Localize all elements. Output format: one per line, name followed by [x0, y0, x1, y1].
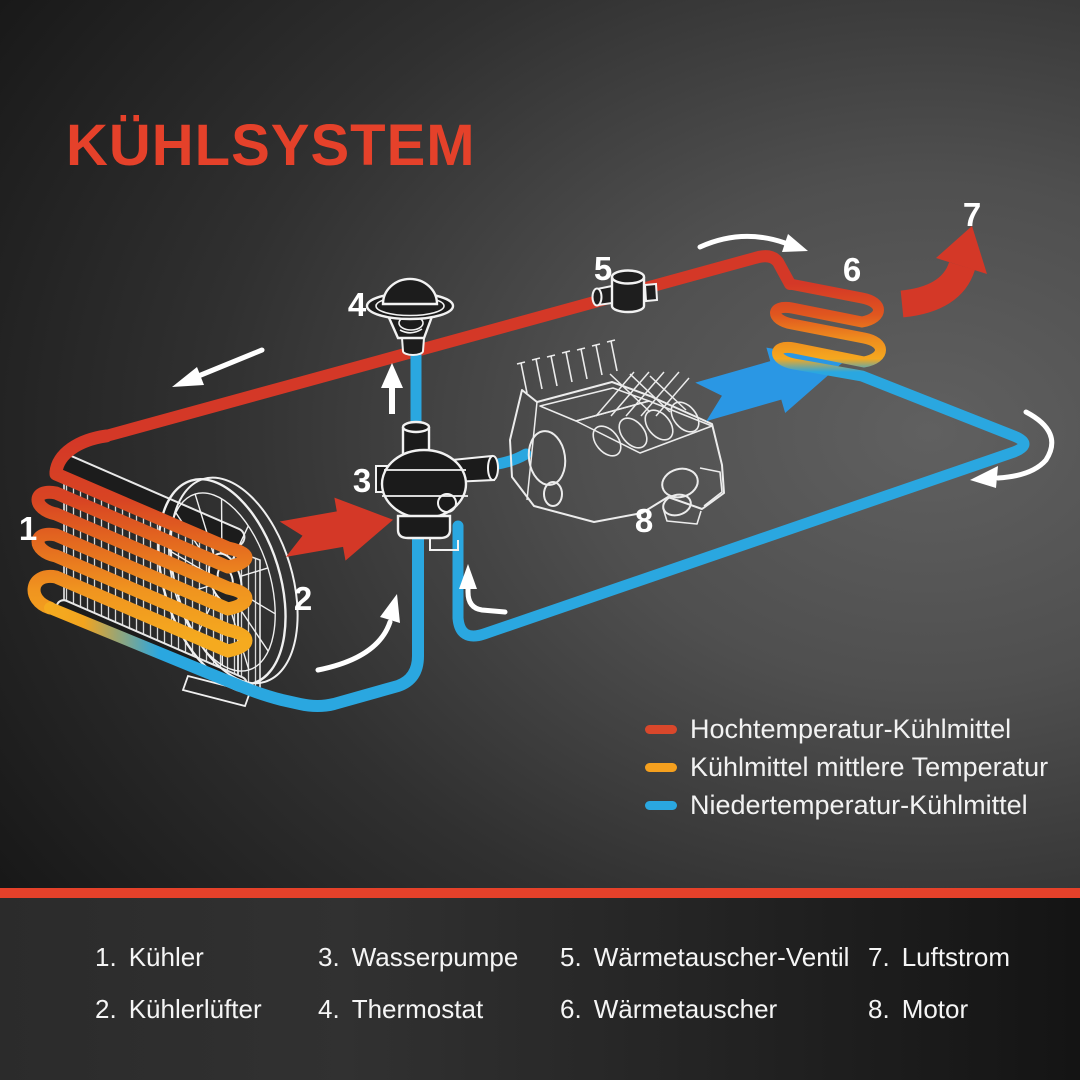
part-number: 2. [95, 994, 117, 1024]
legend-label: Kühlmittel mittlere Temperatur [690, 751, 1049, 782]
part-number: 6. [560, 994, 582, 1024]
callout-6-heat-exchanger: 6 [843, 251, 861, 288]
flow-arrow-to-radiator-icon [172, 347, 265, 387]
part-number: 5. [560, 942, 582, 972]
flow-arrow-up-thermostat-icon [381, 363, 403, 414]
part-number: 3. [318, 942, 340, 972]
high-temp-swatch-icon [645, 724, 677, 734]
part-number: 7. [868, 942, 890, 972]
part-label: Thermostat [351, 994, 484, 1024]
water-pump-drawing [375, 420, 499, 551]
callout-2-fan: 2 [294, 580, 312, 617]
part-label: Wärmetauscher-Ventil [593, 942, 850, 972]
parts-list-item-motor: 8. Motor [868, 994, 968, 1025]
cold-flow-arrow-icon [695, 347, 845, 422]
part-number: 1. [95, 942, 117, 972]
callout-4-thermostat: 4 [348, 286, 367, 323]
part-number: 4. [318, 994, 340, 1024]
mid-temp-swatch-icon [645, 762, 677, 772]
flow-arrow-return-bend-icon [970, 409, 1055, 488]
flow-arrow-up-left-riser-icon [315, 594, 400, 673]
airflow-arrow-icon [900, 226, 987, 318]
thermostat-drawing [365, 277, 455, 356]
callout-3-water-pump: 3 [353, 462, 371, 499]
heat-exchanger-coil-and-return-pipe [452, 278, 1030, 642]
accent-divider [0, 888, 1080, 898]
page-title: KÜHLSYSTEM [66, 113, 476, 178]
callout-1-radiator: 1 [19, 510, 37, 547]
high-temp-pipe [100, 250, 796, 442]
parts-list-item-wasserpumpe: 3. Wasserpumpe [318, 942, 518, 973]
parts-list-item-kuehler: 1. Kühler [95, 942, 204, 973]
hot-flow-arrow-icon [279, 497, 394, 561]
part-number: 8. [868, 994, 890, 1024]
engine-drawing [509, 339, 725, 525]
parts-list-item-luftstrom: 7. Luftstrom [868, 942, 1010, 973]
radiator-outlet-pipe [44, 522, 424, 712]
legend-item-mid-temp: Kühlmittel mittlere Temperatur [645, 752, 1048, 782]
callout-8-engine: 8 [635, 502, 653, 539]
flow-arrow-up-right-riser-icon [459, 564, 508, 615]
legend-label: Niedertemperatur-Kühlmittel [690, 789, 1028, 820]
low-temp-swatch-icon [645, 800, 677, 810]
parts-list-item-thermostat: 4. Thermostat [318, 994, 483, 1025]
parts-list-item-waermetauscher: 6. Wärmetauscher [560, 994, 777, 1025]
part-label: Kühler [128, 942, 204, 972]
callout-7-airflow: 7 [963, 196, 981, 233]
parts-list-panel [0, 898, 1080, 1080]
part-label: Luftstrom [901, 942, 1011, 972]
callout-5-valve: 5 [594, 250, 612, 287]
heater-valve-drawing [591, 269, 659, 314]
part-label: Motor [901, 994, 969, 1024]
parts-list-item-waermetauscher-ventil: 5. Wärmetauscher-Ventil [560, 942, 849, 973]
legend-item-high-temp: Hochtemperatur-Kühlmittel [645, 714, 1048, 744]
legend-item-low-temp: Niedertemperatur-Kühlmittel [645, 790, 1048, 820]
legend-label: Hochtemperatur-Kühlmittel [690, 713, 1012, 744]
radiator-coil [27, 429, 253, 658]
legend: Hochtemperatur-Kühlmittel Kühlmittel mit… [645, 714, 1048, 828]
parts-list-item-kuehlerluefter: 2. Kühlerlüfter [95, 994, 262, 1025]
part-label: Wärmetauscher [593, 994, 778, 1024]
part-label: Wasserpumpe [351, 942, 519, 972]
flow-arrow-to-heat-exchanger-icon [697, 233, 808, 252]
part-label: Kühlerlüfter [128, 994, 262, 1024]
